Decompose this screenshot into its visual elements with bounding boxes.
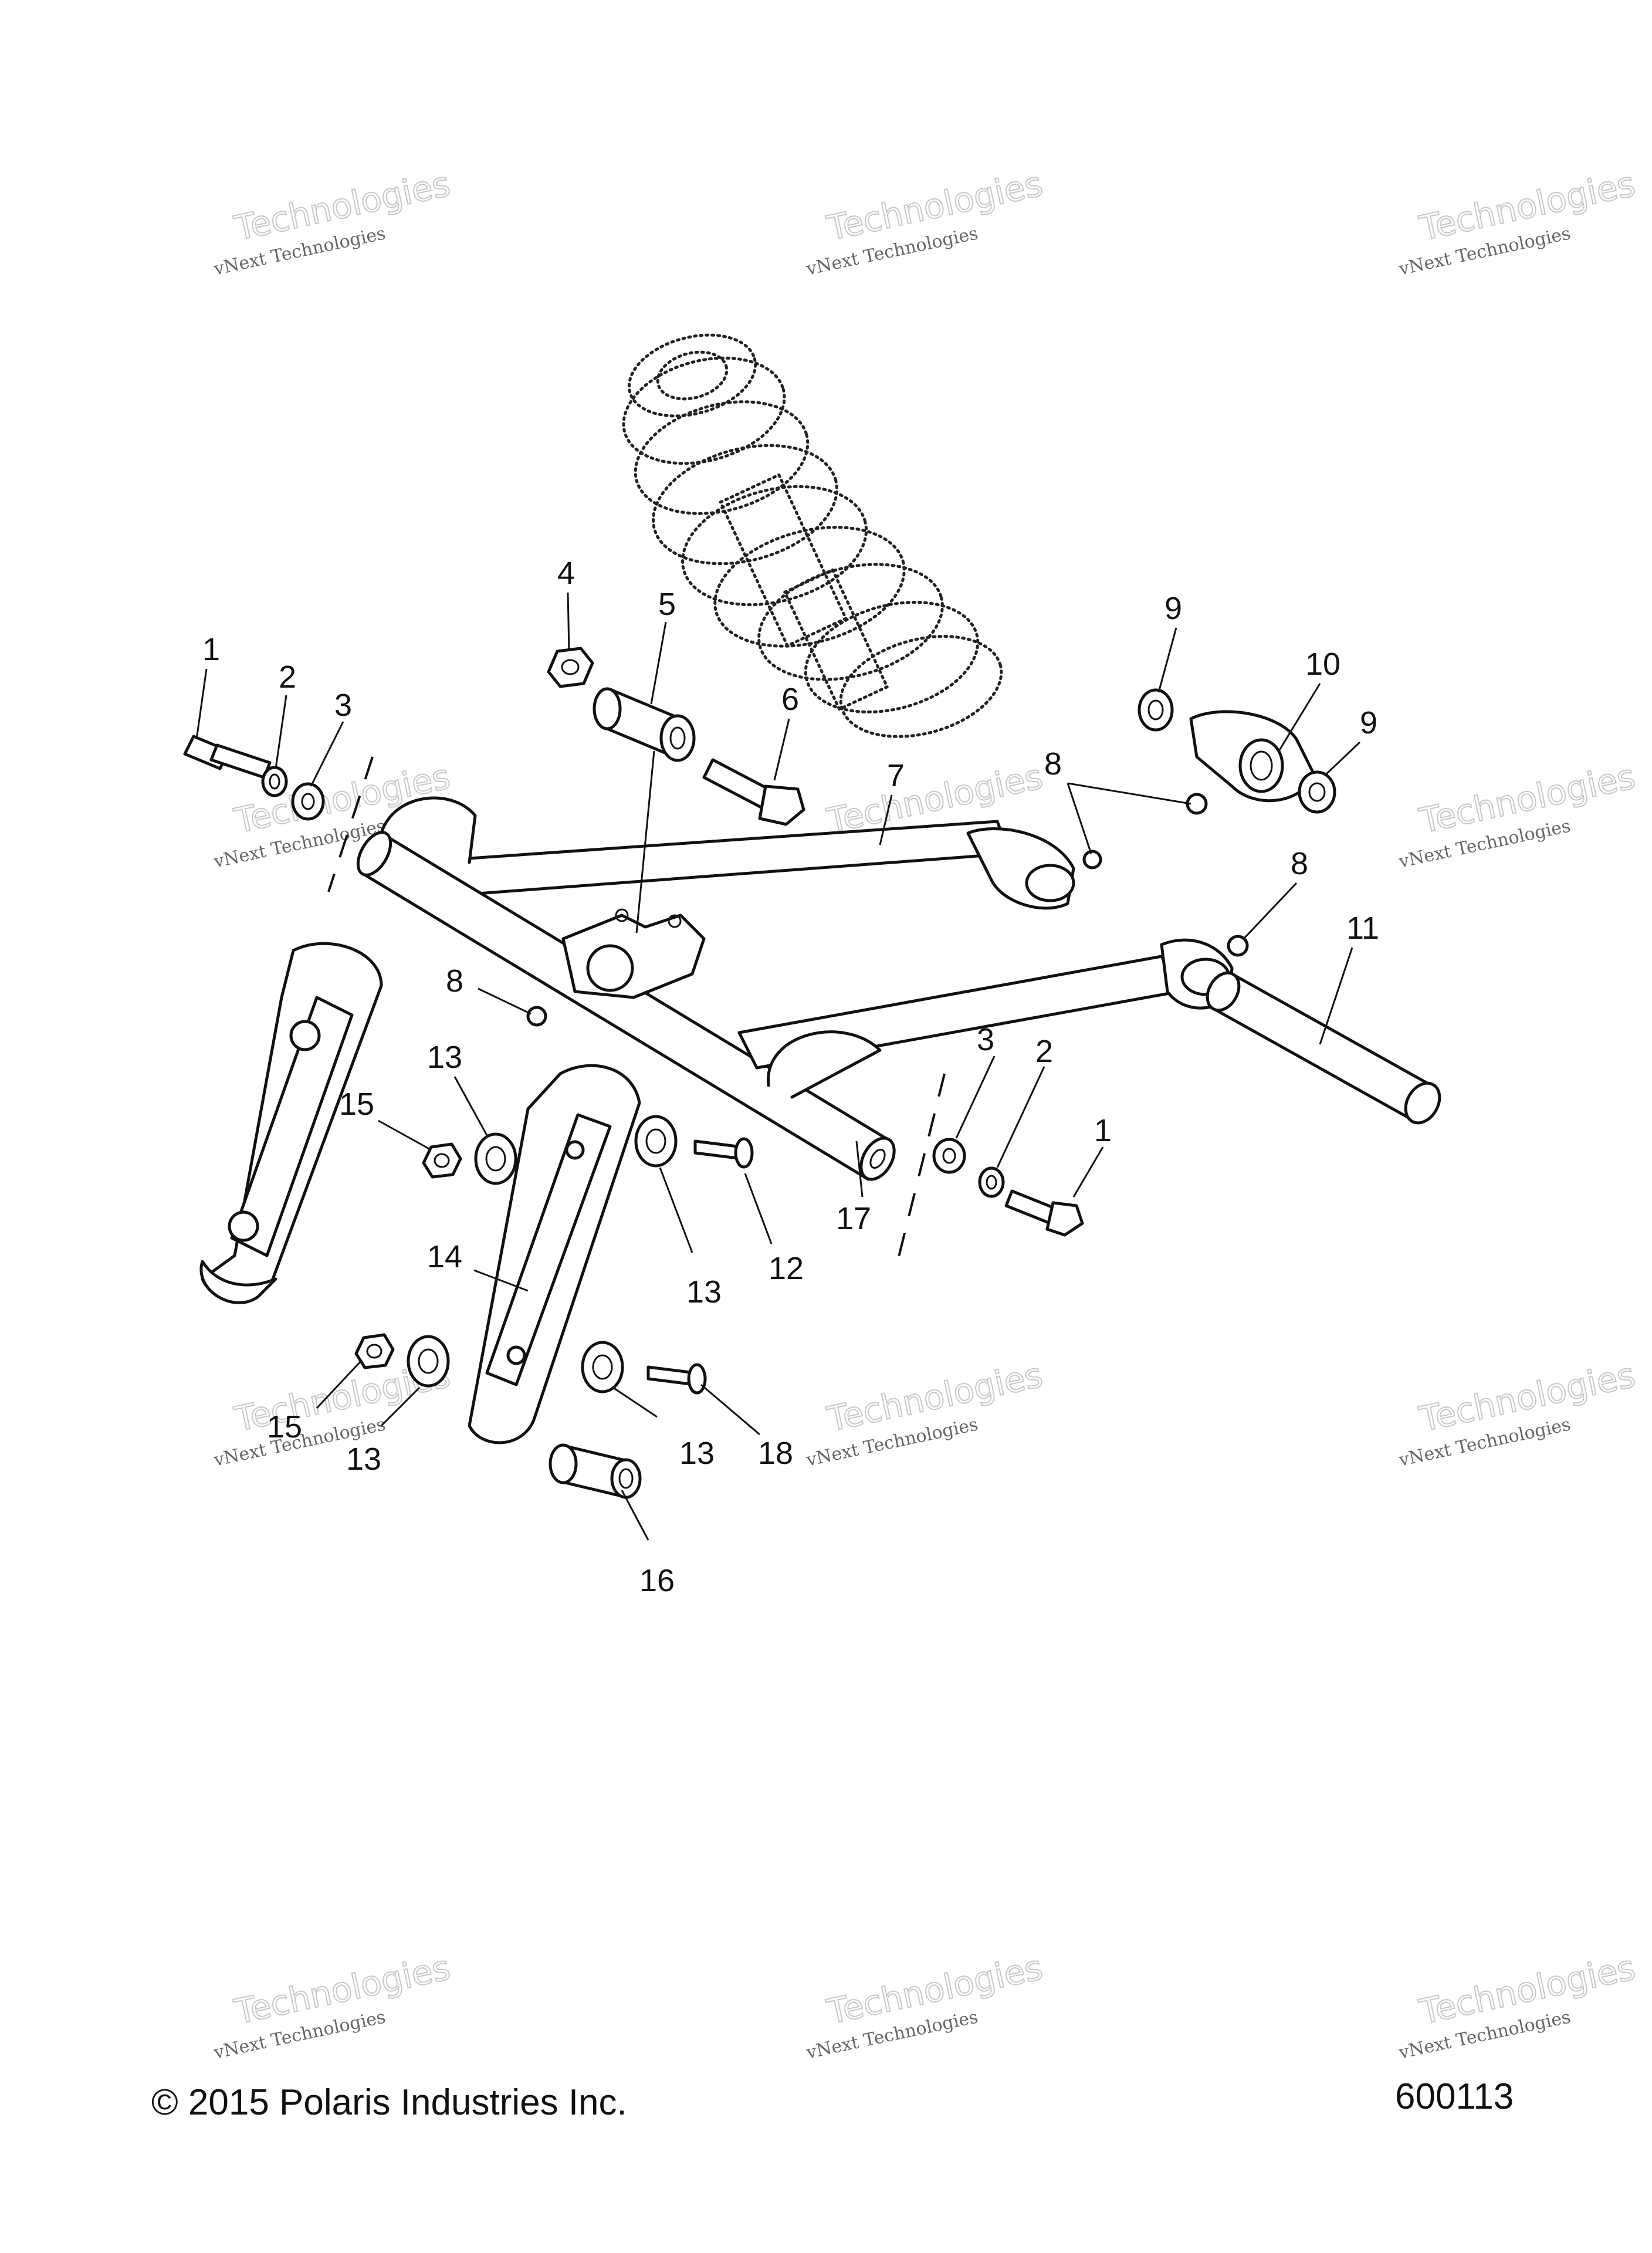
- callout-3-lower: 3: [977, 1022, 994, 1057]
- washer-large-upper: [291, 782, 325, 821]
- washer-large-lower: [932, 1138, 966, 1174]
- copyright-notice: © 2015 Polaris Industries Inc.: [151, 2082, 627, 2123]
- thrust-washer-right: [1298, 770, 1336, 814]
- figure-number: 600113: [1395, 2076, 1514, 2117]
- callout-6: 6: [781, 682, 799, 717]
- watermark-top-center: Technologies vNext Technologies: [804, 163, 1047, 280]
- shock-bolt: [702, 758, 805, 826]
- nut-lower: [354, 1333, 395, 1369]
- nut-shock: [547, 647, 594, 688]
- pin-upper: [693, 1137, 754, 1169]
- callout-8-right: 8: [1291, 846, 1308, 881]
- nut-upper: [422, 1142, 462, 1179]
- pin-lower: [646, 1363, 707, 1395]
- callout-9-left: 9: [1164, 591, 1182, 626]
- bushing-washer-c: [407, 1335, 450, 1388]
- washer-small-upper: [261, 766, 288, 797]
- watermark-top-right: Technologies vNext Technologies: [1397, 163, 1639, 280]
- callout-13-c: 13: [346, 1442, 381, 1477]
- callout-13-b: 13: [686, 1274, 722, 1310]
- shock-spring-reference: [622, 333, 1003, 738]
- callout-16: 16: [639, 1563, 675, 1598]
- callout-18: 18: [758, 1436, 793, 1471]
- callout-15-upper: 15: [339, 1087, 374, 1122]
- watermark-bottom-left: Technologies vNext Technologies: [212, 1947, 454, 2063]
- grease-fitting-rear: [1082, 850, 1102, 870]
- link-left: [199, 942, 383, 1304]
- watermark-bottom-right: Technologies vNext Technologies: [1397, 1947, 1639, 2063]
- watermark-mid-right: Technologies vNext Technologies: [1397, 756, 1639, 872]
- watermark-low-center: Technologies vNext Technologies: [804, 1354, 1047, 1471]
- callout-15-lower: 15: [267, 1409, 302, 1445]
- watermark-low-right: Technologies vNext Technologies: [1397, 1354, 1639, 1471]
- watermark-bottom-center: Technologies vNext Technologies: [804, 1947, 1047, 2063]
- callout-10: 10: [1305, 647, 1340, 682]
- bolt-lower-right: [1004, 1189, 1084, 1237]
- assembly-line-right: [896, 1073, 946, 1262]
- callouts: 1 2 3 4 5 6 7 8 8 8 9 9 10 11 12 13 13 1…: [202, 556, 1379, 1598]
- bushing-washer-b: [634, 1115, 678, 1168]
- callout-13-d: 13: [679, 1436, 715, 1471]
- callout-4: 4: [557, 556, 575, 591]
- callout-8-rear: 8: [1044, 746, 1062, 782]
- thrust-washer-left: [1138, 688, 1174, 732]
- pivot-shaft: [1206, 971, 1441, 1125]
- grease-fitting-left: [526, 1006, 547, 1027]
- bolt-upper-left: [183, 735, 272, 779]
- washer-small-lower: [978, 1166, 1005, 1198]
- callout-5: 5: [658, 587, 676, 622]
- callout-7: 7: [887, 758, 905, 793]
- callout-11: 11: [1346, 911, 1379, 946]
- callout-13-a: 13: [427, 1040, 462, 1075]
- callout-17: 17: [836, 1201, 871, 1236]
- bushing-washer-d: [581, 1341, 624, 1393]
- callout-1-upper: 1: [202, 632, 220, 667]
- link-bushing: [549, 1443, 642, 1499]
- callout-9-right: 9: [1360, 705, 1377, 740]
- bushing-washer-a: [474, 1132, 517, 1185]
- callout-2-lower: 2: [1035, 1034, 1053, 1069]
- callout-12: 12: [769, 1251, 804, 1286]
- grease-fitting-right: [1227, 935, 1249, 957]
- watermark-top-left: Technologies vNext Technologies: [212, 163, 454, 280]
- callout-8-left: 8: [446, 963, 463, 999]
- callout-1-lower: 1: [1094, 1113, 1112, 1148]
- callout-14: 14: [427, 1239, 462, 1274]
- callout-2-upper: 2: [279, 659, 296, 695]
- leader-lines: [195, 592, 1361, 1541]
- callout-3-upper: 3: [334, 688, 352, 723]
- shock-bushing: [593, 687, 696, 762]
